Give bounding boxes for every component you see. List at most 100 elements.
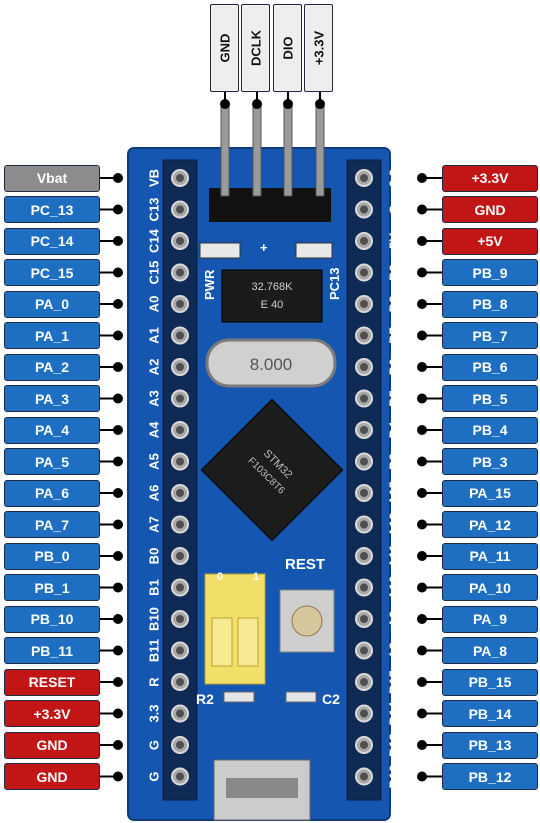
c2-label: C2	[322, 691, 340, 707]
right-pin-hole-center	[360, 363, 368, 371]
right-pin-label: +5V	[442, 227, 538, 255]
left-pin-hole-center	[176, 646, 184, 655]
left-connector-dot	[113, 645, 123, 656]
left-connector-dot	[113, 551, 123, 561]
right-silk-label: B7	[386, 327, 401, 344]
left-pin-hole-center	[176, 552, 184, 560]
left-pin-hole-center	[176, 615, 184, 623]
reset-button[interactable]	[291, 605, 323, 637]
right-pin-hole-center	[360, 552, 368, 560]
left-pin-label: Vbat	[4, 164, 100, 192]
boot1-jumper[interactable]	[237, 617, 259, 667]
left-connector-dot	[113, 362, 123, 372]
rtc-crystal-label: 32.768K	[252, 281, 294, 293]
left-pin-label: PA_0	[4, 290, 100, 318]
right-silk-label: A12	[386, 513, 401, 537]
right-connector-dot	[417, 551, 427, 561]
left-pin-label: PC_15	[4, 259, 100, 286]
right-silk-labels: 3.3G5VB9B8B7B6B5B4B3A15A12A11A10A9A8B15B…	[386, 169, 401, 788]
right-pin-label: PB_9	[442, 259, 538, 286]
right-connector-dot	[417, 708, 427, 719]
jumper-1-label: 1	[253, 571, 259, 583]
left-pin-hole-center	[176, 520, 184, 529]
right-connector-dot	[417, 519, 427, 530]
right-connector-dot	[417, 330, 427, 341]
left-pin-label: GND	[4, 731, 100, 759]
right-silk-label: A15	[386, 481, 401, 505]
swd-label-gnd: GND	[210, 4, 239, 92]
right-pin-hole-center	[360, 174, 368, 182]
left-pin-label: PC_14	[4, 227, 100, 255]
mcu-body	[200, 398, 344, 542]
left-silk-label: B10	[146, 607, 161, 631]
left-silk-label: A0	[146, 296, 161, 313]
left-silk-label: A4	[146, 421, 161, 438]
swd-label-3v3: +3.3V	[304, 4, 333, 92]
pc13-led	[295, 242, 333, 259]
swd-pin-gnd	[220, 103, 230, 197]
swd-label-dio: DIO	[273, 4, 302, 92]
right-pin-hole-center	[360, 489, 368, 497]
left-pin-hole-center	[176, 205, 184, 214]
left-pin-hole-center	[176, 489, 184, 497]
right-connector-dot	[417, 425, 427, 435]
left-pin-label: PB_0	[4, 542, 100, 570]
left-silk-label: R	[146, 677, 161, 687]
right-silk-label: B15	[386, 670, 401, 694]
micro-usb-port	[226, 778, 298, 798]
swd-pin-dio	[283, 103, 293, 197]
right-connector-dot	[417, 393, 427, 404]
left-pin-hole-center	[176, 457, 184, 466]
right-silk-label: 3.3	[386, 169, 401, 187]
rest-label: REST	[285, 556, 325, 573]
left-silk-label: A5	[146, 453, 161, 470]
top-connector-dot	[220, 99, 230, 109]
left-connector-dot	[113, 740, 123, 750]
main-crystal	[205, 338, 337, 388]
right-connector-dot	[417, 362, 427, 372]
right-connector-dot	[417, 267, 427, 278]
led-plus-label: +	[260, 240, 268, 255]
left-connector-lines	[100, 173, 123, 782]
right-pin-hole-center	[360, 426, 368, 434]
top-connector-dot	[283, 99, 293, 109]
right-pin-label: PA_8	[442, 637, 538, 664]
left-pin-label: PB_10	[4, 605, 100, 633]
right-pin-hole-center	[360, 457, 368, 466]
right-pin-label: PA_11	[442, 542, 538, 570]
right-pin-hole-center	[360, 583, 368, 592]
right-pin-label: PB_8	[442, 290, 538, 318]
right-pin-hole-center	[360, 741, 368, 749]
right-pin-hole-center	[360, 709, 368, 718]
right-pin-label: PB_3	[442, 448, 538, 475]
left-silk-label: A7	[146, 516, 161, 533]
right-pin-label: PB_12	[442, 763, 538, 790]
left-silk-label: B11	[146, 639, 161, 662]
left-connector-dot	[113, 771, 123, 782]
left-pin-hole-center	[176, 741, 184, 749]
main-crystal-label: 8.000	[250, 355, 293, 374]
right-pin-hole-center	[360, 678, 368, 686]
rtc-crystal-code: E 40	[261, 299, 284, 311]
right-pin-hole-center	[360, 205, 368, 214]
right-connector-dot	[417, 173, 427, 183]
top-connector-dot	[315, 99, 325, 109]
boot0-jumper[interactable]	[211, 617, 233, 667]
left-pin-label: PA_7	[4, 511, 100, 538]
right-pin-label: PA_9	[442, 605, 538, 633]
right-silk-label: B4	[386, 421, 401, 438]
right-pin-hole-center	[360, 268, 368, 277]
left-pin-holes	[171, 169, 189, 786]
swd-pin-3v3	[315, 103, 325, 197]
right-silk-label: B5	[386, 390, 401, 407]
left-silk-label: G	[146, 771, 161, 781]
left-silk-label: 3.3	[146, 704, 161, 722]
left-pin-hole-center	[176, 583, 184, 592]
left-connector-dot	[113, 456, 123, 467]
left-pin-hole-center	[176, 363, 184, 371]
left-silk-label: A3	[146, 390, 161, 407]
pwr-silk-label: PWR	[202, 269, 217, 300]
right-connector-dot	[417, 614, 427, 624]
left-silk-label: VB	[146, 169, 161, 187]
r2-resistor	[223, 691, 255, 703]
